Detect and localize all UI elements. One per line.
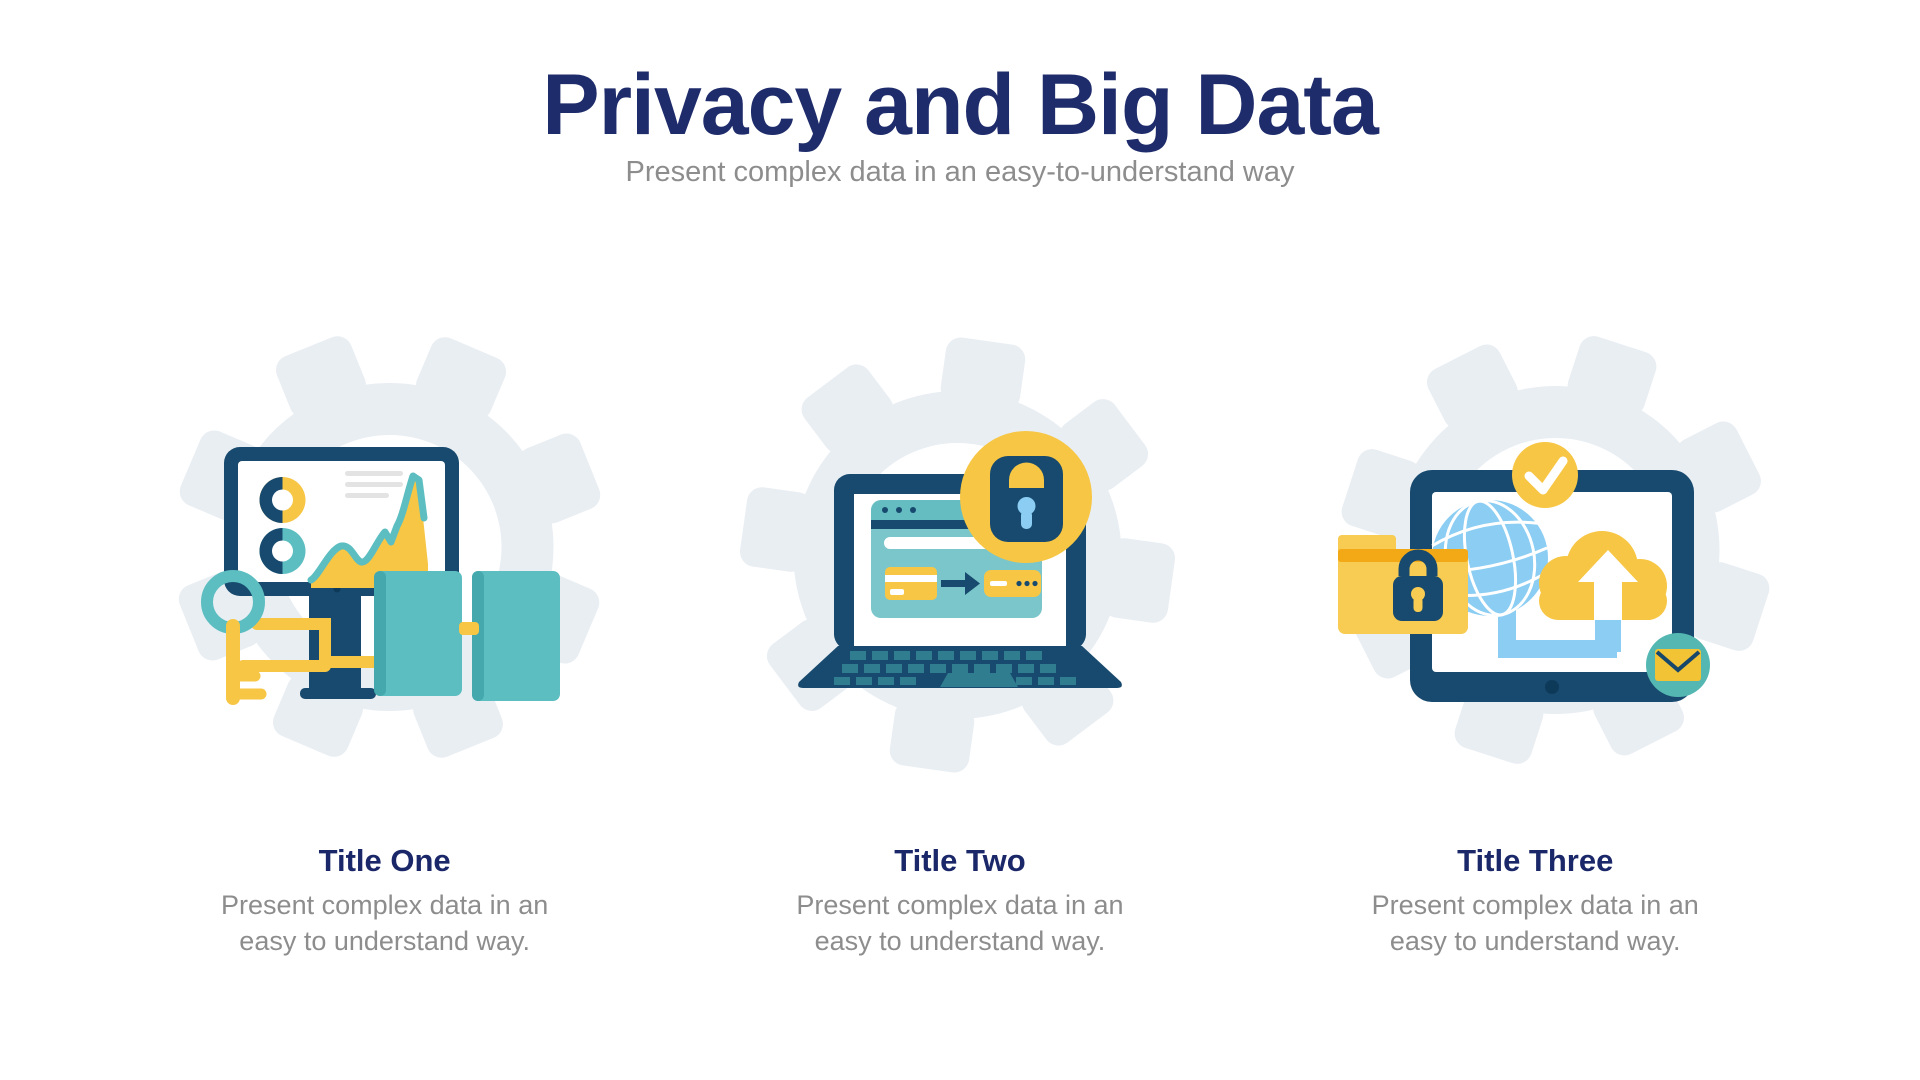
upload-shaft [1594,618,1621,652]
locked-folder-icon [1337,535,1468,634]
page-title: Privacy and Big Data [542,57,1379,153]
area-chart-icon [307,472,429,588]
server-connector-nub [459,622,480,635]
credit-card-icon [885,567,938,600]
column-description: Present complex data in an easy to under… [221,890,549,956]
column-description: Present complex data in an easy to under… [796,890,1124,956]
slide-header: Privacy and Big Data Present complex dat… [0,62,1920,189]
infographic-column-two: Title Two Present complex data in an eas… [672,280,1247,959]
laptop-keyboard [798,646,1123,688]
key-icon [201,570,267,705]
text-lines [345,471,404,498]
mail-badge-icon [1645,633,1710,697]
page-subtitle: Present complex data in an easy-to-under… [625,156,1295,188]
touchpad [940,673,1019,687]
columns-row: Title One Present complex data in an eas… [97,280,1823,959]
database-server-icons [374,571,561,701]
checkmark-badge-icon [1511,442,1578,508]
padlock-badge-icon [960,431,1093,563]
home-button [1544,680,1559,694]
desktop-analytics-illustration [178,336,601,758]
donut-chart-icon [259,528,306,574]
infographic-column-one: Title One Present complex data in an eas… [97,280,672,959]
arrow-right-icon [941,572,981,595]
donut-chart-icon [259,477,306,523]
cloud-upload-icon [1538,531,1667,652]
column-title: Title Two [894,843,1026,878]
tablet-cloud-illustration [1337,336,1770,764]
column-title: Title Three [1457,843,1614,878]
password-field [984,570,1042,597]
infographic-column-three: Title Three Present complex data in an e… [1248,280,1823,959]
circuit-connector-lines [237,618,384,672]
column-description: Present complex data in an easy to under… [1371,890,1699,956]
laptop-security-illustration [740,337,1176,773]
dashboard-charts [259,471,429,588]
window-dots [882,507,917,513]
upload-arrow [1577,550,1638,620]
column-title: Title One [318,843,451,878]
